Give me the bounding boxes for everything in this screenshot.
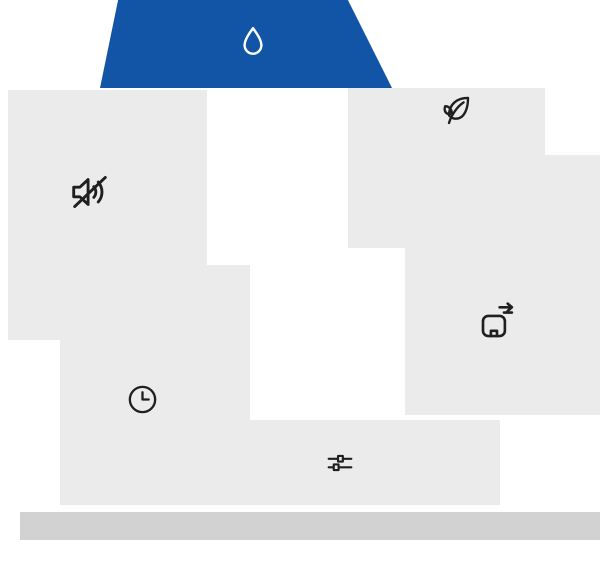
mute-icon[interactable] (67, 169, 113, 215)
panel-bottom-wide (200, 420, 500, 505)
leaf-eco-icon[interactable] (437, 91, 475, 129)
water-drop-icon[interactable] (235, 24, 271, 60)
water-banner[interactable] (100, 0, 392, 88)
bottom-bar (20, 512, 600, 540)
panel-right (405, 155, 600, 415)
sliders-settings-icon[interactable] (323, 446, 357, 480)
clock-delay-icon[interactable] (124, 381, 161, 418)
plug-sync-icon[interactable] (476, 301, 518, 343)
